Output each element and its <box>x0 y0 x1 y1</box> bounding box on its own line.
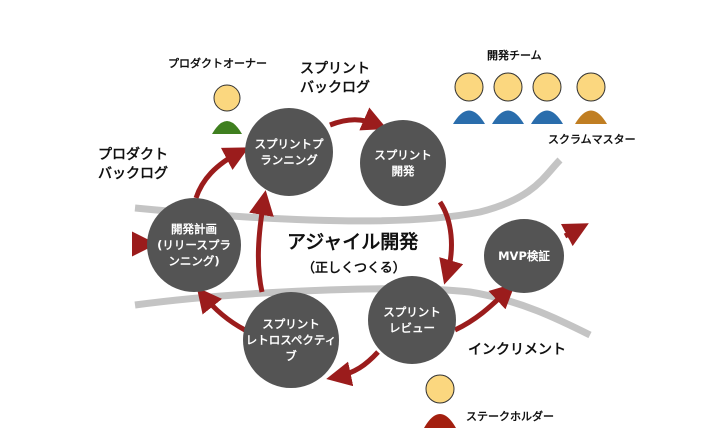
dev-team-label: 開発チーム <box>487 49 542 62</box>
product-backlog-label: プロダクト バックログ <box>98 147 168 182</box>
center-subtitle: （正しくつくる） <box>302 261 406 276</box>
product-owner-person-icon <box>212 84 242 134</box>
stakeholder-person-icon <box>424 374 456 428</box>
arrow-review-to-mvp <box>453 283 516 333</box>
node-mvp-validation: MVP検証 <box>484 219 564 293</box>
dev-team-person-icon-2 <box>492 72 524 124</box>
increment-label: インクリメント <box>468 342 566 358</box>
arrow-dev-to-review <box>437 200 464 285</box>
node-sprint-planning: スプリントプランニング <box>245 108 333 196</box>
arrow-review-to-retro <box>326 350 380 387</box>
sprint-backlog-label: スプリント バックログ <box>300 61 370 96</box>
center-title: アジャイル開発 <box>287 231 419 253</box>
dev-team-person-icon-3 <box>531 72 563 124</box>
product-owner-label: プロダクトオーナー <box>168 57 267 70</box>
arrow-retro-to-planning <box>249 190 274 293</box>
arrow-mvp-out <box>560 223 589 247</box>
arrow-retro-to-release <box>196 287 247 333</box>
arrow-planning-to-dev <box>329 107 388 131</box>
node-release-planning: 開発計画(リリースプランニング) <box>147 198 241 292</box>
node-sprint-review: スプリントレビュー <box>368 276 456 364</box>
scrum-master-person-icon <box>575 72 607 124</box>
node-sprint-dev: スプリント開発 <box>360 120 446 206</box>
arrow-release-to-planning <box>193 147 249 199</box>
node-sprint-retrospective: スプリントレトロスペクティブ <box>243 292 339 388</box>
stakeholder-label: ステークホルダー <box>466 410 554 423</box>
dev-team-person-icon-1 <box>453 72 485 124</box>
scrum-master-label: スクラムマスター <box>548 133 636 146</box>
